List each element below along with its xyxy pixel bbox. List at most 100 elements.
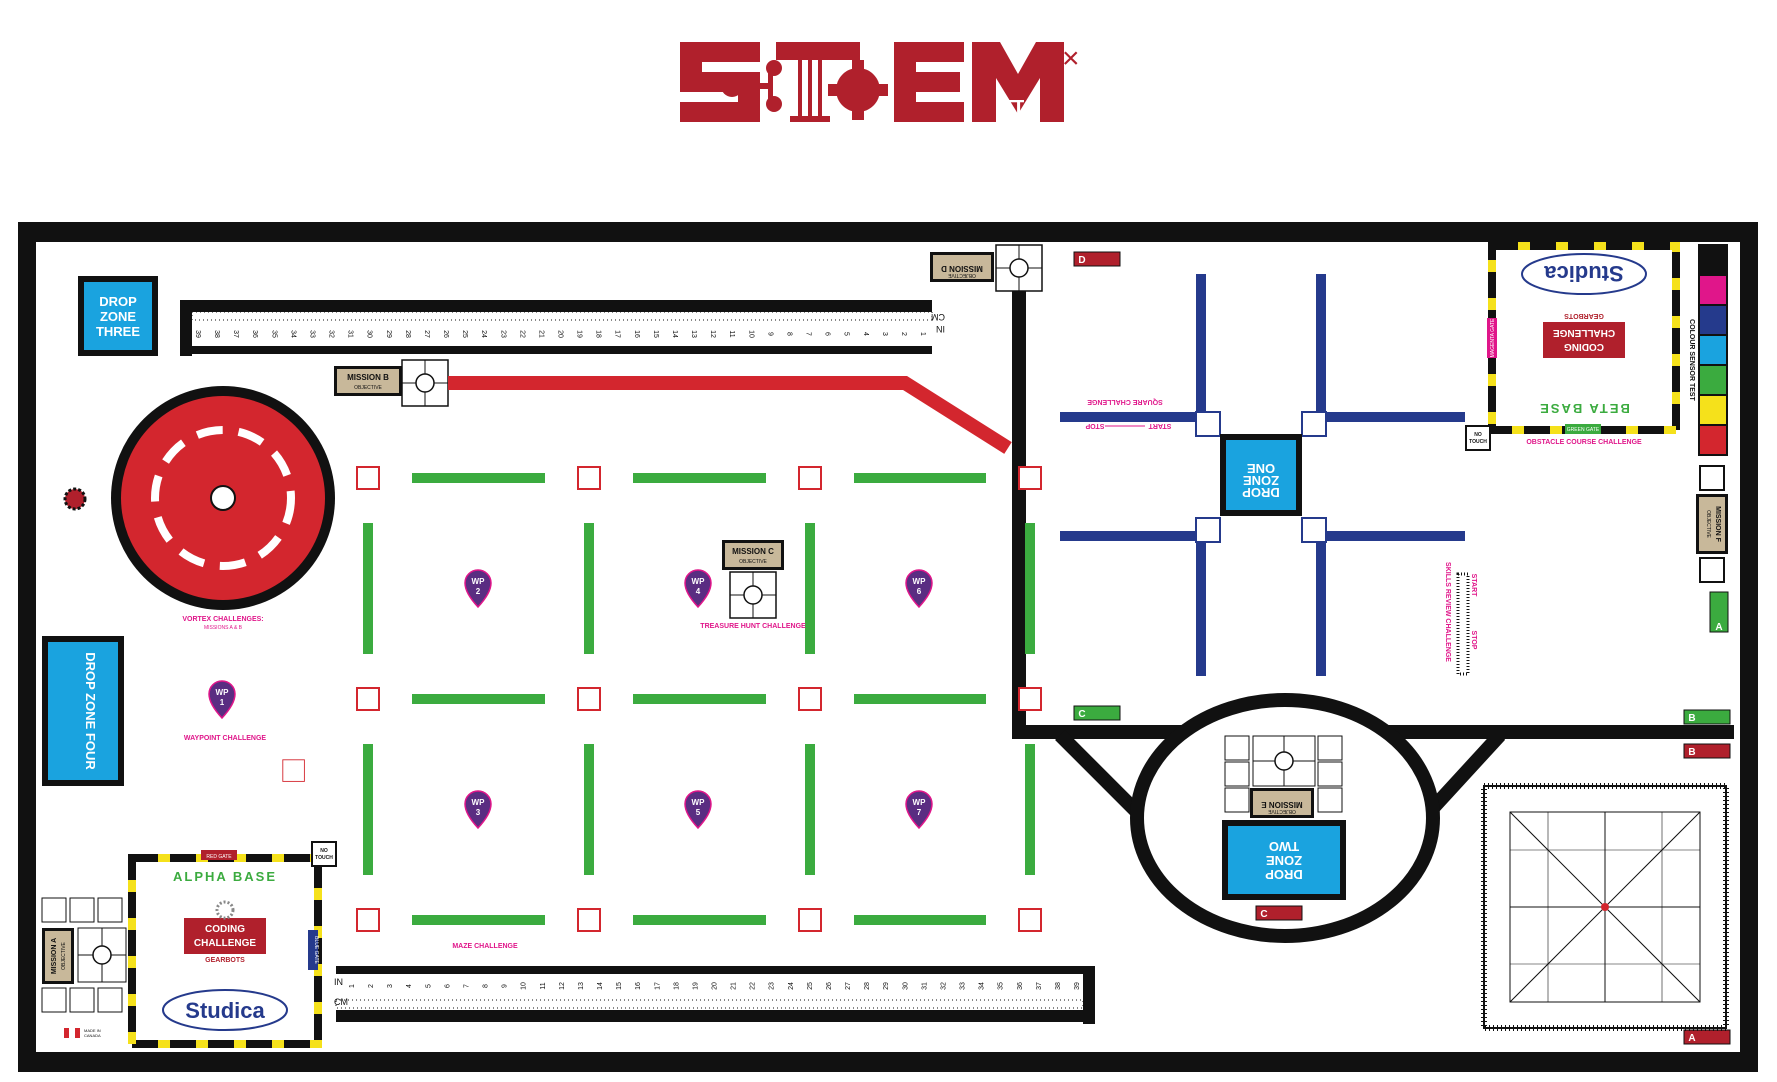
- bottom-ruler-number: 25: [807, 982, 814, 990]
- top-ruler-number: 5: [843, 332, 850, 336]
- top-ruler-in-label: IN: [936, 324, 945, 334]
- studica-text-beta: Studica: [1544, 261, 1624, 286]
- studica-text-alpha: Studica: [185, 998, 265, 1023]
- bottom-ruler-number: 33: [960, 982, 967, 990]
- mission-b-sub: OBJECTIVE: [354, 385, 382, 391]
- top-ruler-number: 1: [919, 332, 926, 336]
- bottom-ruler-number: 9: [502, 984, 509, 988]
- maze-wall-vertical: [363, 744, 373, 875]
- bottom-ruler-number: 12: [559, 982, 566, 990]
- top-ruler-bottom: [192, 346, 932, 354]
- gearbots-badge: [63, 487, 87, 511]
- top-ruler-number: 7: [805, 332, 812, 336]
- red-path-line: [448, 376, 1012, 454]
- colour-swatch: [1700, 366, 1726, 394]
- drop-zone-four-label: DROP ZONE FOUR: [83, 652, 98, 770]
- bottom-ruler-number: 23: [769, 982, 776, 990]
- logo-letter-e: [894, 42, 964, 122]
- waypoint-number: 3: [476, 808, 481, 817]
- mission-a-sub: OBJECTIVE: [61, 941, 67, 969]
- top-ruler-number: 38: [213, 330, 220, 338]
- maze-wall-vertical: [584, 523, 594, 654]
- top-ruler-number: 24: [480, 330, 487, 338]
- bottom-ruler-number: 31: [921, 982, 928, 990]
- logo-circuit-line: [818, 60, 822, 118]
- logo-letter-s: [680, 42, 760, 122]
- top-ruler-number: 29: [385, 330, 392, 338]
- top-ruler-number: 3: [881, 332, 888, 336]
- waypoint-marker: WP7: [905, 790, 933, 830]
- waypoint-marker: WP4: [684, 569, 712, 609]
- drop-zone-three-line2: ZONE: [100, 309, 136, 324]
- maze-wall-vertical: [805, 523, 815, 654]
- top-ruler-number: 16: [633, 330, 640, 338]
- protractor-grid: [1481, 783, 1729, 1031]
- black-track-vertical: [1012, 291, 1026, 739]
- logo-times-symbol: ×: [1062, 42, 1080, 75]
- waypoint-prefix: WP: [913, 798, 927, 807]
- maze-node: [356, 466, 380, 490]
- bottom-ruler-number: 29: [883, 982, 890, 990]
- maze-node: [356, 687, 380, 711]
- maze-node: [356, 908, 380, 932]
- maze-wall-horizontal: [412, 473, 545, 483]
- logo-node: [721, 75, 743, 97]
- maze-wall-horizontal: [854, 473, 986, 483]
- mission-f-label: MISSION F: [1714, 506, 1721, 543]
- bottom-ruler-bar: [336, 1010, 1083, 1022]
- bottom-ruler-number: 8: [483, 984, 490, 988]
- colour-swatch: [1700, 426, 1726, 454]
- drop-zone-two-line2: ZONE: [1266, 853, 1302, 868]
- studica-logo-alpha: [162, 989, 288, 1031]
- drop-zone-three-line1: DROP: [99, 294, 137, 309]
- bottom-ruler-number: 7: [463, 984, 470, 988]
- beta-coding-line2: CODING: [1564, 341, 1604, 352]
- logo-gear-tooth: [876, 84, 888, 96]
- maze-wall-vertical: [805, 744, 815, 875]
- top-ruler-number: 9: [766, 332, 773, 336]
- colour-swatch: [1700, 246, 1726, 274]
- top-ruler-cm-label: CM: [931, 312, 945, 322]
- drop-zone-one-line1: ONE: [1247, 461, 1276, 476]
- mission-a-objective: MISSION A OBJECTIVE: [42, 928, 74, 984]
- bottom-ruler-number: 37: [1036, 982, 1043, 990]
- bottom-ruler-number: 14: [597, 982, 604, 990]
- top-ruler-number: 17: [614, 330, 621, 338]
- top-ruler-number: 15: [652, 330, 659, 338]
- colour-sensor-label: COLOUR SENSOR TEST: [1688, 319, 1695, 401]
- alpha-no-touch-line2: TOUCH: [315, 855, 333, 861]
- tag-c-red-letter: C: [1260, 909, 1267, 920]
- maze-wall-vertical: [1025, 744, 1035, 875]
- top-ruler-cap: [180, 300, 192, 356]
- mission-f-box-top: [1699, 465, 1725, 491]
- mission-a-target-grid: [41, 897, 127, 1013]
- vortex-target: VORTEX CHALLENGES: MISSIONS A & B: [111, 386, 335, 631]
- square-challenge-label: SQUARE CHALLENGE: [1087, 398, 1163, 405]
- tag-a-red-letter: A: [1688, 1033, 1695, 1044]
- top-ruler-number: 36: [251, 330, 258, 338]
- beta-base: Studica CHALLENGE CODING GEARBOTS BETA B…: [1487, 242, 1680, 434]
- top-ruler-ticks: [191, 311, 933, 321]
- bottom-ruler-number: 3: [387, 984, 394, 988]
- drop-zone-one-line2: ZONE: [1243, 473, 1279, 488]
- bottom-ruler-number: 32: [940, 982, 947, 990]
- top-ruler-number: 23: [499, 330, 506, 338]
- top-ruler-number: 20: [557, 330, 564, 338]
- colour-sensor-swatches: [1698, 244, 1728, 456]
- alpha-gear-icon: [215, 900, 235, 920]
- square-start-label: START: [1148, 422, 1172, 429]
- tag-b-green: B: [1683, 709, 1731, 725]
- bottom-ruler-top: [336, 966, 1083, 974]
- skills-start-label: START: [1470, 574, 1477, 598]
- drop-zone-two-line1: TWO: [1269, 839, 1299, 854]
- beta-green-gate: [1565, 424, 1601, 434]
- waypoint-marker: WP6: [905, 569, 933, 609]
- maze-grid: [356, 466, 1042, 932]
- beta-gearbots-label: GEARBOTS: [1564, 312, 1604, 319]
- mission-d-sub: OBJECTIVE: [947, 272, 975, 278]
- waypoint-number: 7: [917, 808, 922, 817]
- mission-f-sub: OBJECTIVE: [1705, 510, 1711, 538]
- mission-e-label: MISSION E: [1261, 800, 1303, 809]
